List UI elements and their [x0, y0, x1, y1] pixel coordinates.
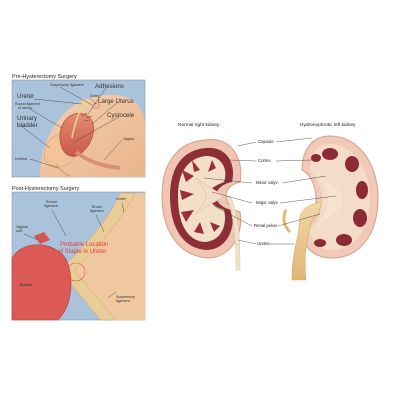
adhesions — [81, 112, 93, 122]
label-renal-pelvis: Renal pelvis — [254, 223, 277, 228]
label-urinary-2: bladder — [17, 122, 38, 129]
hydro-dilated-ureter — [291, 201, 323, 281]
pre-panel-title: Pre-Hysterectomy Surgery — [12, 74, 77, 80]
label-broad-ligament-2: ligament — [90, 209, 104, 213]
label-suspensory-ligament-post-1: Suspensory — [116, 295, 135, 299]
vagina — [74, 150, 121, 170]
label-capsule: Capsule — [258, 139, 274, 144]
label-broad-ligament-1: Broad — [92, 205, 102, 209]
label-suspensory-ligament-post-2: ligament — [116, 299, 130, 303]
label-urethra: Urethra — [15, 157, 27, 161]
label-adhesions: Adhesions — [95, 83, 124, 90]
label-vaginal-cuff-1: Vaginal — [16, 225, 28, 229]
label-ovary: Ovary — [90, 94, 100, 98]
label-cystocele: Cystocele — [107, 112, 135, 119]
pre-hysterectomy-panel: Pre-Hysterectomy Surgery Suspensory liga… — [11, 74, 146, 178]
staple-location-marker — [66, 262, 86, 282]
label-cortex: Cortex — [258, 158, 272, 163]
normal-ureter — [225, 195, 241, 271]
hydronephrotic-kidney-title: Hydronephrotic left kidney — [300, 122, 356, 128]
label-round-ligament-post-2: ligament — [44, 204, 58, 208]
label-suspensory-ligament: Suspensory ligament — [50, 83, 84, 87]
renal-pelvis — [195, 177, 225, 215]
ureter-pre — [71, 97, 85, 139]
hydro-renal-pelvis — [320, 178, 342, 222]
label-probable-location-1: Probable Location — [60, 242, 108, 248]
ovary — [91, 103, 101, 109]
normal-kidney-title: Normal right kidney — [178, 122, 220, 128]
bladder-dome — [11, 244, 72, 321]
label-major-calyx: Major calyx — [256, 200, 279, 205]
large-uterus — [59, 112, 94, 157]
label-bladder: Bladder — [20, 283, 33, 287]
label-ureter-kidney: Ureter — [257, 241, 270, 246]
hydro-dilated-calyces — [311, 148, 368, 247]
normal-right-kidney — [161, 139, 242, 271]
broad-ligament-tissue — [74, 193, 145, 320]
kidney-diagrams: Normal right kidney Hydronephrotic left … — [161, 122, 379, 281]
urethra — [55, 163, 71, 177]
label-vaginal-cuff-2: cuff — [16, 229, 22, 233]
label-urinary-1: Urinary — [17, 115, 38, 122]
ureter-band — [59, 192, 136, 321]
label-large-uterus: Large Uterus — [98, 98, 134, 105]
renal-pyramids — [180, 160, 220, 234]
hydronephrotic-left-kidney — [282, 135, 379, 281]
label-ureter-pre: Ureter — [17, 93, 34, 100]
label-vagina: Vagina — [123, 137, 134, 141]
vaginal-cuff — [34, 232, 50, 244]
label-probable-location-2: of Staple in Ureter — [58, 249, 106, 255]
label-round-ligament-1: Round ligament — [15, 102, 40, 106]
label-minor-calyx: Minor calyx — [256, 180, 279, 185]
label-round-ligament-post-1: Round — [46, 200, 57, 204]
label-ureter-post: Ureter — [116, 197, 127, 201]
post-panel-title: Post-Hysterectomy Surgery — [12, 186, 79, 192]
label-round-ligament-2: of uterus — [18, 106, 32, 110]
hydro-ureter-bulge — [282, 209, 292, 234]
post-hysterectomy-panel: Post-Hysterectomy Surgery Round ligament… — [11, 186, 146, 321]
